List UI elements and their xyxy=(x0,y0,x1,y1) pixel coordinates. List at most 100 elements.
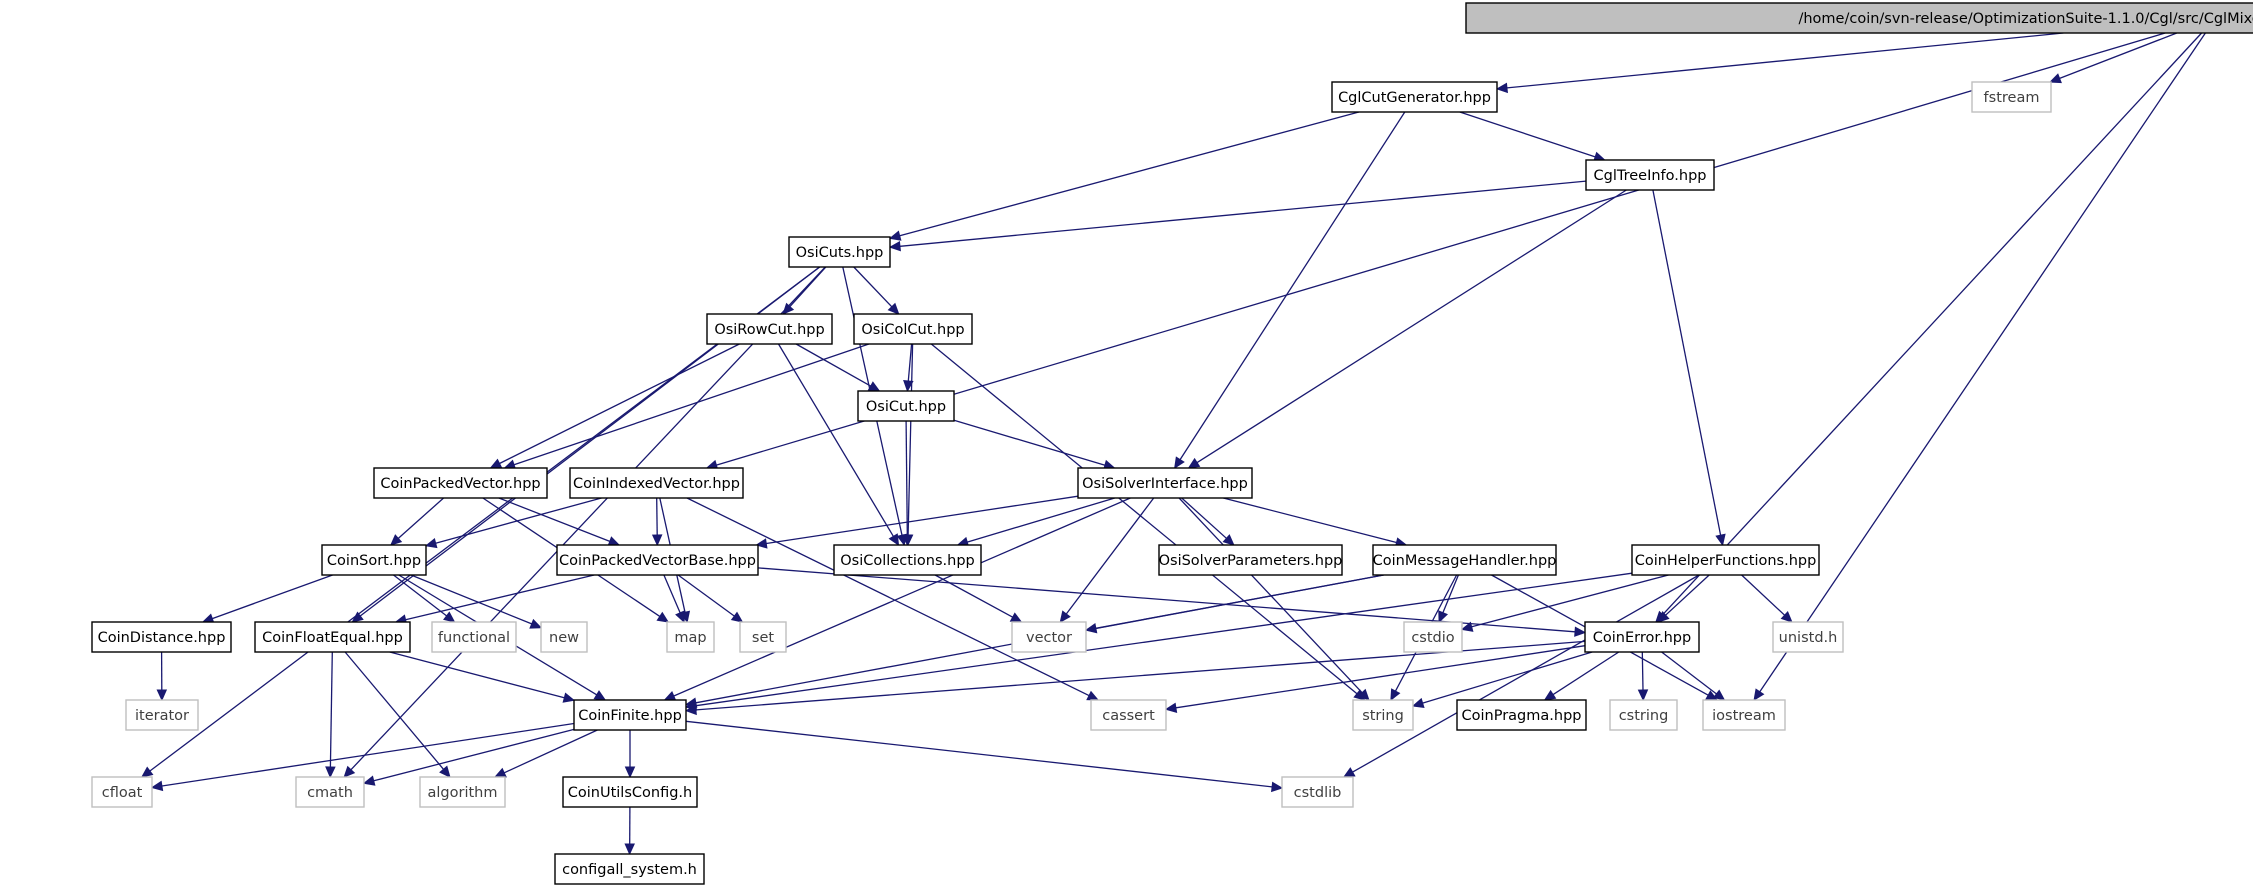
node-label: CoinDistance.hpp xyxy=(98,630,226,646)
edge-CoinFloatEqual-to-cmath xyxy=(325,651,336,779)
edge-CoinError-to-CoinFinite xyxy=(684,640,1586,716)
edge-CoinDistance-to-iterator xyxy=(156,651,168,702)
node-label: CoinFloatEqual.hpp xyxy=(262,630,403,646)
node-label: iterator xyxy=(135,708,189,724)
node-CoinPackedVector[interactable]: CoinPackedVector.hpp xyxy=(373,467,548,499)
arrowhead-icon xyxy=(1357,688,1370,701)
node-CglTreeInfo[interactable]: CglTreeInfo.hpp xyxy=(1585,159,1715,191)
node-OsiColCut[interactable]: OsiColCut.hpp xyxy=(853,313,973,345)
node-CoinUtilsConfig[interactable]: CoinUtilsConfig.h xyxy=(562,776,698,808)
edge-CoinHelperFunctions-to-CoinError xyxy=(1657,574,1710,623)
node-box xyxy=(833,544,982,576)
arrowhead-icon xyxy=(1780,610,1793,623)
edge-OsiRowCut-to-OsiCut xyxy=(795,343,881,392)
arrowhead-icon xyxy=(389,534,403,546)
arrowhead-icon xyxy=(1438,610,1449,624)
node-box xyxy=(1331,81,1498,113)
edge-line xyxy=(673,497,1131,697)
node-label: fstream xyxy=(1984,90,2040,106)
edge-CoinMessageHandler-to-cstdio xyxy=(1438,574,1460,624)
node-CoinSort[interactable]: CoinSort.hpp xyxy=(321,544,427,576)
arrowhead-icon xyxy=(140,766,154,778)
arrowhead-icon xyxy=(730,611,744,623)
arrowhead-icon xyxy=(2049,73,2062,84)
node-OsiCuts[interactable]: OsiCuts.hpp xyxy=(788,236,891,268)
node-label: OsiCuts.hpp xyxy=(796,245,884,261)
node-CoinMessageHandler[interactable]: CoinMessageHandler.hpp xyxy=(1372,544,1557,576)
node-CoinError[interactable]: CoinError.hpp xyxy=(1584,621,1700,653)
edge-CglCutGenerator-to-OsiSolverInterface xyxy=(1174,111,1406,470)
node-OsiCollections[interactable]: OsiCollections.hpp xyxy=(833,544,982,576)
node-label: vector xyxy=(1026,630,1072,646)
node-map: map xyxy=(666,621,715,653)
edge-line xyxy=(853,266,893,308)
edge-CoinSort-to-functional xyxy=(393,574,456,623)
node-box xyxy=(1158,544,1343,576)
node-label: CoinFinite.hpp xyxy=(578,708,682,724)
node-label: CoinIndexedVector.hpp xyxy=(573,476,740,492)
node-label: string xyxy=(1362,708,1404,724)
node-root[interactable]: /home/coin/svn-release/OptimizationSuite… xyxy=(1465,2,2253,34)
node-label: CoinPackedVectorBase.hpp xyxy=(559,553,756,569)
edge-root-to-CglCutGenerator xyxy=(1495,32,2064,94)
node-CoinIndexedVector[interactable]: CoinIndexedVector.hpp xyxy=(569,467,744,499)
node-label: configall_system.h xyxy=(562,862,697,878)
node-OsiRowCut[interactable]: OsiRowCut.hpp xyxy=(706,313,833,345)
edge-line xyxy=(1652,189,1722,536)
node-cmath: cmath xyxy=(295,776,365,808)
node-cstdlib: cstdlib xyxy=(1281,776,1354,808)
node-CoinPragma[interactable]: CoinPragma.hpp xyxy=(1456,699,1587,731)
node-CoinFloatEqual[interactable]: CoinFloatEqual.hpp xyxy=(254,621,411,653)
arrowhead-icon xyxy=(1390,688,1401,702)
arrowhead-icon xyxy=(1495,82,1508,94)
node-box xyxy=(125,699,199,731)
node-box xyxy=(1585,159,1715,191)
edge-line xyxy=(498,497,611,543)
node-box xyxy=(1584,621,1700,653)
edge-OsiColCut-to-OsiCut xyxy=(903,343,914,393)
node-box xyxy=(419,776,506,808)
edge-line xyxy=(1506,32,2064,89)
arrowhead-icon xyxy=(1574,626,1587,637)
edge-CoinError-to-cassert xyxy=(1164,645,1586,713)
node-CoinHelperFunctions[interactable]: CoinHelperFunctions.hpp xyxy=(1631,544,1820,576)
edge-line xyxy=(777,343,894,537)
node-configall_system[interactable]: configall_system.h xyxy=(554,853,705,885)
node-label: cstring xyxy=(1619,708,1669,724)
edge-line xyxy=(953,419,1106,466)
edge-CoinHelperFunctions-to-cstdlib xyxy=(1342,574,1700,778)
arrowhead-icon xyxy=(624,843,635,856)
node-iterator: iterator xyxy=(125,699,199,731)
node-new: new xyxy=(540,621,588,653)
arrowhead-icon xyxy=(1637,689,1649,702)
edge-root-to-CoinError xyxy=(1655,32,2203,623)
node-box xyxy=(91,621,232,653)
node-CoinPackedVectorBase[interactable]: CoinPackedVectorBase.hpp xyxy=(556,544,759,576)
node-OsiCut[interactable]: OsiCut.hpp xyxy=(857,390,955,422)
node-OsiSolverInterface[interactable]: OsiSolverInterface.hpp xyxy=(1077,467,1253,499)
edge-CoinPackedVector-to-CoinSort xyxy=(389,497,445,546)
arrowhead-icon xyxy=(325,766,336,779)
node-box xyxy=(1077,467,1253,499)
arrowhead-icon xyxy=(1411,697,1425,708)
edge-OsiColCut-to-CoinPackedVector xyxy=(503,343,870,470)
edge-line xyxy=(695,640,1586,711)
node-CglCutGenerator[interactable]: CglCutGenerator.hpp xyxy=(1331,81,1498,113)
edge-line xyxy=(373,728,575,782)
node-CoinFinite[interactable]: CoinFinite.hpp xyxy=(573,699,687,731)
node-CoinDistance[interactable]: CoinDistance.hpp xyxy=(91,621,232,653)
node-label: CoinMessageHandler.hpp xyxy=(1373,553,1557,569)
edge-line xyxy=(499,343,740,465)
edge-line xyxy=(663,574,681,614)
edge-OsiSolverInterface-to-CoinPackedVectorBase xyxy=(755,495,1079,549)
edge-root-to-iostream xyxy=(1753,32,2206,702)
edge-line xyxy=(212,574,333,620)
edge-line xyxy=(1181,497,1227,539)
edge-line xyxy=(1223,497,1397,544)
node-OsiSolverParameters[interactable]: OsiSolverParameters.hpp xyxy=(1158,544,1343,576)
edge-line xyxy=(1665,574,1710,616)
node-box xyxy=(1352,699,1414,731)
node-box xyxy=(373,467,548,499)
arrowhead-icon xyxy=(1460,621,1474,632)
arrowhead-icon xyxy=(1342,767,1356,778)
